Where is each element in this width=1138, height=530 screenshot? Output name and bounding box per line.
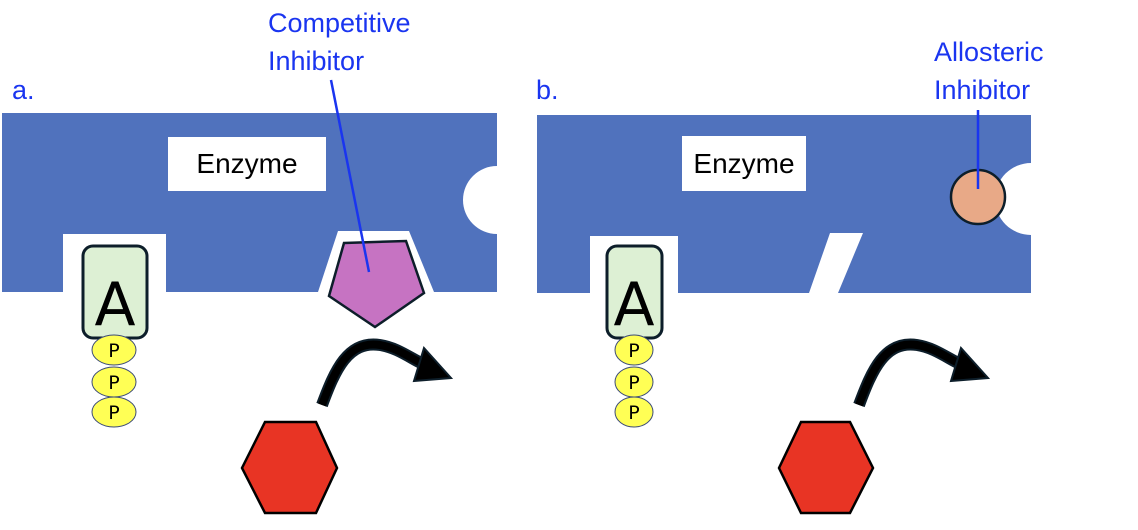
enzyme-b	[537, 115, 1031, 293]
panel-a-label: a.	[12, 75, 35, 105]
curved-arrow-a	[316, 338, 454, 408]
phosphate-label-a-3: P	[108, 402, 119, 424]
phosphate-label-b-2: P	[628, 372, 639, 394]
adenosine-letter-a: A	[94, 270, 135, 340]
competitive-inhibitor-label-line1: Competitive	[268, 8, 411, 38]
phosphate-label-b-1: P	[628, 340, 639, 362]
phosphate-label-a-1: P	[108, 340, 119, 362]
phosphate-label-b-3: P	[628, 402, 639, 424]
phosphate-b-1	[614, 334, 654, 366]
phosphate-label-a-2: P	[108, 372, 119, 394]
phosphate-a-3	[91, 396, 137, 428]
adenosine-letter-b: A	[613, 270, 654, 340]
atp-a: A P P P	[81, 244, 149, 428]
enzyme-label-box-a	[168, 137, 326, 191]
competitive-inhibitor-label-line2: Inhibitor	[268, 46, 364, 76]
curved-arrow-b	[853, 338, 991, 408]
allosteric-inhibitor-label-line1: Allosteric	[934, 37, 1044, 67]
enzyme-a	[2, 113, 497, 292]
enzyme-label-box-b	[682, 136, 806, 191]
allosteric-inhibitor-label-line2: Inhibitor	[934, 75, 1030, 105]
panel-b-label: b.	[536, 75, 559, 105]
panel-a: a. Enzyme A P P P Competitive Inhibitor	[2, 8, 497, 515]
substrate-b	[777, 420, 875, 515]
substrate-a	[240, 420, 339, 515]
phosphate-b-3	[614, 396, 654, 428]
enzyme-label-b: Enzyme	[693, 148, 794, 179]
atp-b: A P P P	[605, 244, 664, 428]
competitive-inhibitor	[327, 239, 426, 329]
panel-b: b. Enzyme A P P P Allosteric Inhibitor	[536, 37, 1044, 515]
phosphate-a-1	[91, 334, 137, 366]
enzyme-label-a: Enzyme	[196, 148, 297, 179]
competitive-inhibitor-pointer	[329, 79, 371, 273]
